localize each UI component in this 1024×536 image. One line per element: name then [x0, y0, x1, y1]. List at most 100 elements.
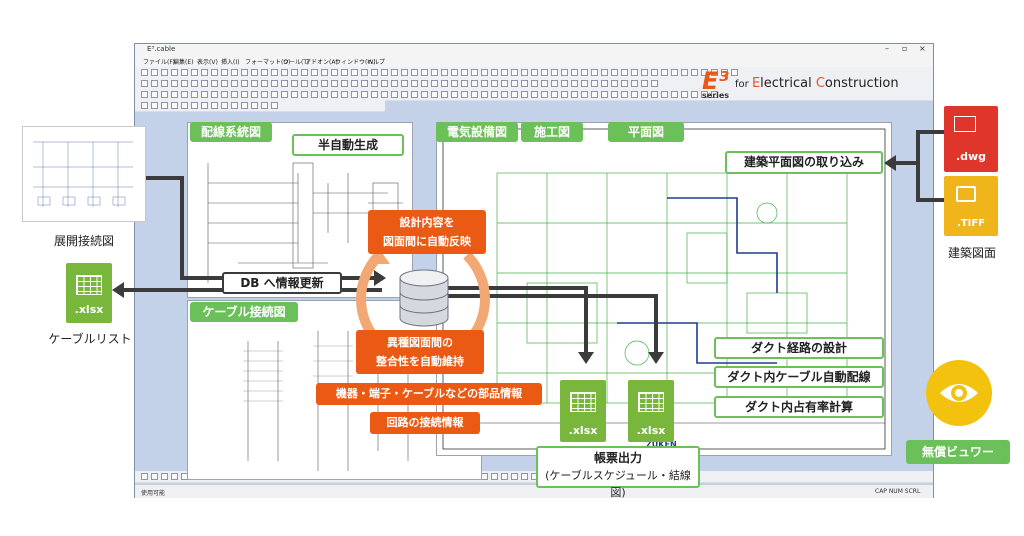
toolbar-button-icon[interactable]	[221, 102, 228, 109]
toolbar-button-icon[interactable]	[311, 80, 318, 87]
toolbar-button-icon[interactable]	[421, 91, 428, 98]
toolbar-button-icon[interactable]	[241, 102, 248, 109]
toolbar-button-icon[interactable]	[571, 91, 578, 98]
toolbar-button-icon[interactable]	[661, 69, 668, 76]
toolbar-button-icon[interactable]	[591, 91, 598, 98]
toolbar-button-icon[interactable]	[381, 80, 388, 87]
toolbar-button-icon[interactable]	[321, 80, 328, 87]
toolbar-button-icon[interactable]	[151, 102, 158, 109]
toolbar-button-icon[interactable]	[181, 69, 188, 76]
toolbar-button-icon[interactable]	[641, 69, 648, 76]
toolbar-button-icon[interactable]	[191, 69, 198, 76]
toolbar-button-icon[interactable]	[171, 473, 178, 480]
toolbar-button-icon[interactable]	[451, 91, 458, 98]
toolbar-button-icon[interactable]	[341, 91, 348, 98]
toolbar-button-icon[interactable]	[201, 80, 208, 87]
toolbar-button-icon[interactable]	[491, 69, 498, 76]
toolbar-button-icon[interactable]	[501, 69, 508, 76]
toolbar-button-icon[interactable]	[591, 80, 598, 87]
toolbar-button-icon[interactable]	[651, 80, 658, 87]
toolbar-button-icon[interactable]	[431, 80, 438, 87]
toolbar-button-icon[interactable]	[301, 91, 308, 98]
menu-help[interactable]: ヘルプ	[367, 59, 386, 66]
toolbar-button-icon[interactable]	[311, 91, 318, 98]
toolbar-button-icon[interactable]	[141, 69, 148, 76]
toolbar-button-icon[interactable]	[171, 80, 178, 87]
toolbar-button-icon[interactable]	[181, 91, 188, 98]
toolbar-button-icon[interactable]	[321, 69, 328, 76]
toolbar-button-icon[interactable]	[301, 69, 308, 76]
toolbar-button-icon[interactable]	[531, 91, 538, 98]
toolbar-button-icon[interactable]	[301, 80, 308, 87]
toolbar-button-icon[interactable]	[231, 69, 238, 76]
toolbar-button-icon[interactable]	[471, 80, 478, 87]
toolbar-button-icon[interactable]	[331, 91, 338, 98]
toolbar-button-icon[interactable]	[681, 91, 688, 98]
toolbar-button-icon[interactable]	[581, 80, 588, 87]
toolbar-button-icon[interactable]	[381, 69, 388, 76]
toolbar-button-icon[interactable]	[641, 80, 648, 87]
toolbar-button-icon[interactable]	[621, 80, 628, 87]
toolbar-button-icon[interactable]	[281, 80, 288, 87]
toolbar-button-icon[interactable]	[461, 91, 468, 98]
toolbar-button-icon[interactable]	[231, 91, 238, 98]
toolbar-button-icon[interactable]	[441, 80, 448, 87]
toolbar-button-icon[interactable]	[451, 69, 458, 76]
toolbar-button-icon[interactable]	[261, 91, 268, 98]
toolbar-button-icon[interactable]	[471, 69, 478, 76]
toolbar-button-icon[interactable]	[251, 80, 258, 87]
toolbar-button-icon[interactable]	[601, 91, 608, 98]
toolbar-button-icon[interactable]	[481, 473, 488, 480]
toolbar-button-icon[interactable]	[511, 91, 518, 98]
toolbar-button-icon[interactable]	[411, 69, 418, 76]
toolbar-button-icon[interactable]	[391, 69, 398, 76]
toolbar-button-icon[interactable]	[361, 80, 368, 87]
toolbar-button-icon[interactable]	[551, 69, 558, 76]
toolbar-button-icon[interactable]	[621, 69, 628, 76]
toolbar-button-icon[interactable]	[711, 91, 718, 98]
toolbar-button-icon[interactable]	[161, 473, 168, 480]
toolbar-button-icon[interactable]	[601, 80, 608, 87]
toolbar-button-icon[interactable]	[171, 69, 178, 76]
toolbar-button-icon[interactable]	[231, 80, 238, 87]
toolbar-button-icon[interactable]	[621, 91, 628, 98]
toolbar-button-icon[interactable]	[611, 80, 618, 87]
toolbar-button-icon[interactable]	[611, 69, 618, 76]
toolbar-button-icon[interactable]	[501, 91, 508, 98]
toolbar-button-icon[interactable]	[151, 69, 158, 76]
toolbar-button-icon[interactable]	[371, 91, 378, 98]
toolbar-button-icon[interactable]	[571, 69, 578, 76]
toolbar-button-icon[interactable]	[141, 473, 148, 480]
toolbar-button-icon[interactable]	[511, 69, 518, 76]
toolbar-button-icon[interactable]	[221, 80, 228, 87]
toolbar-button-icon[interactable]	[271, 69, 278, 76]
toolbar-button-icon[interactable]	[141, 102, 148, 109]
toolbar-button-icon[interactable]	[361, 91, 368, 98]
maximize-button[interactable]: ▫	[902, 44, 908, 53]
toolbar-button-icon[interactable]	[421, 69, 428, 76]
toolbar-button-icon[interactable]	[601, 69, 608, 76]
toolbar-button-icon[interactable]	[701, 91, 708, 98]
toolbar-button-icon[interactable]	[611, 91, 618, 98]
toolbar-button-icon[interactable]	[491, 473, 498, 480]
toolbar-button-icon[interactable]	[521, 473, 528, 480]
toolbar-button-icon[interactable]	[701, 69, 708, 76]
toolbar-button-icon[interactable]	[331, 80, 338, 87]
tiff-file-icon[interactable]: .TIFF	[944, 176, 998, 236]
toolbar-button-icon[interactable]	[261, 102, 268, 109]
toolbar-button-icon[interactable]	[631, 91, 638, 98]
toolbar-button-icon[interactable]	[221, 69, 228, 76]
toolbar-button-icon[interactable]	[391, 91, 398, 98]
toolbar-button-icon[interactable]	[161, 80, 168, 87]
toolbar-button-icon[interactable]	[441, 69, 448, 76]
menu-format[interactable]: フォーマット(O)	[245, 59, 291, 66]
viewer-badge[interactable]	[926, 360, 992, 426]
toolbar-button-icon[interactable]	[511, 473, 518, 480]
toolbar-button-icon[interactable]	[311, 69, 318, 76]
toolbar-button-icon[interactable]	[521, 91, 528, 98]
toolbar-button-icon[interactable]	[721, 69, 728, 76]
toolbar-button-icon[interactable]	[541, 80, 548, 87]
toolbar-button-icon[interactable]	[561, 69, 568, 76]
toolbar-button-icon[interactable]	[211, 91, 218, 98]
toolbar-button-icon[interactable]	[341, 80, 348, 87]
